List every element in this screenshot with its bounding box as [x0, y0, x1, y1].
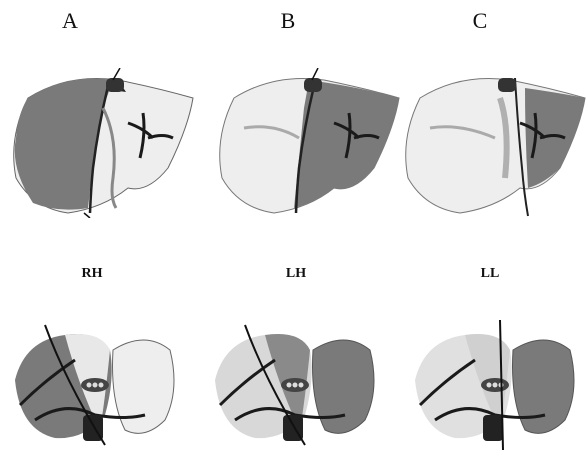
column-label-c: C	[460, 8, 500, 34]
liver-inferior-view-a	[5, 320, 185, 455]
resection-label-rh: RH	[62, 266, 122, 282]
liver-anterior-view-a	[8, 68, 198, 218]
resection-label-ll: LL	[460, 266, 520, 282]
liver-anterior-view-b	[214, 68, 404, 218]
column-label-a: A	[50, 8, 90, 34]
column-label-b: B	[268, 8, 308, 34]
liver-inferior-view-b	[205, 320, 385, 455]
liver-anterior-view-c	[400, 68, 588, 218]
resection-label-lh: LH	[266, 266, 326, 282]
liver-inferior-view-c	[405, 320, 585, 455]
